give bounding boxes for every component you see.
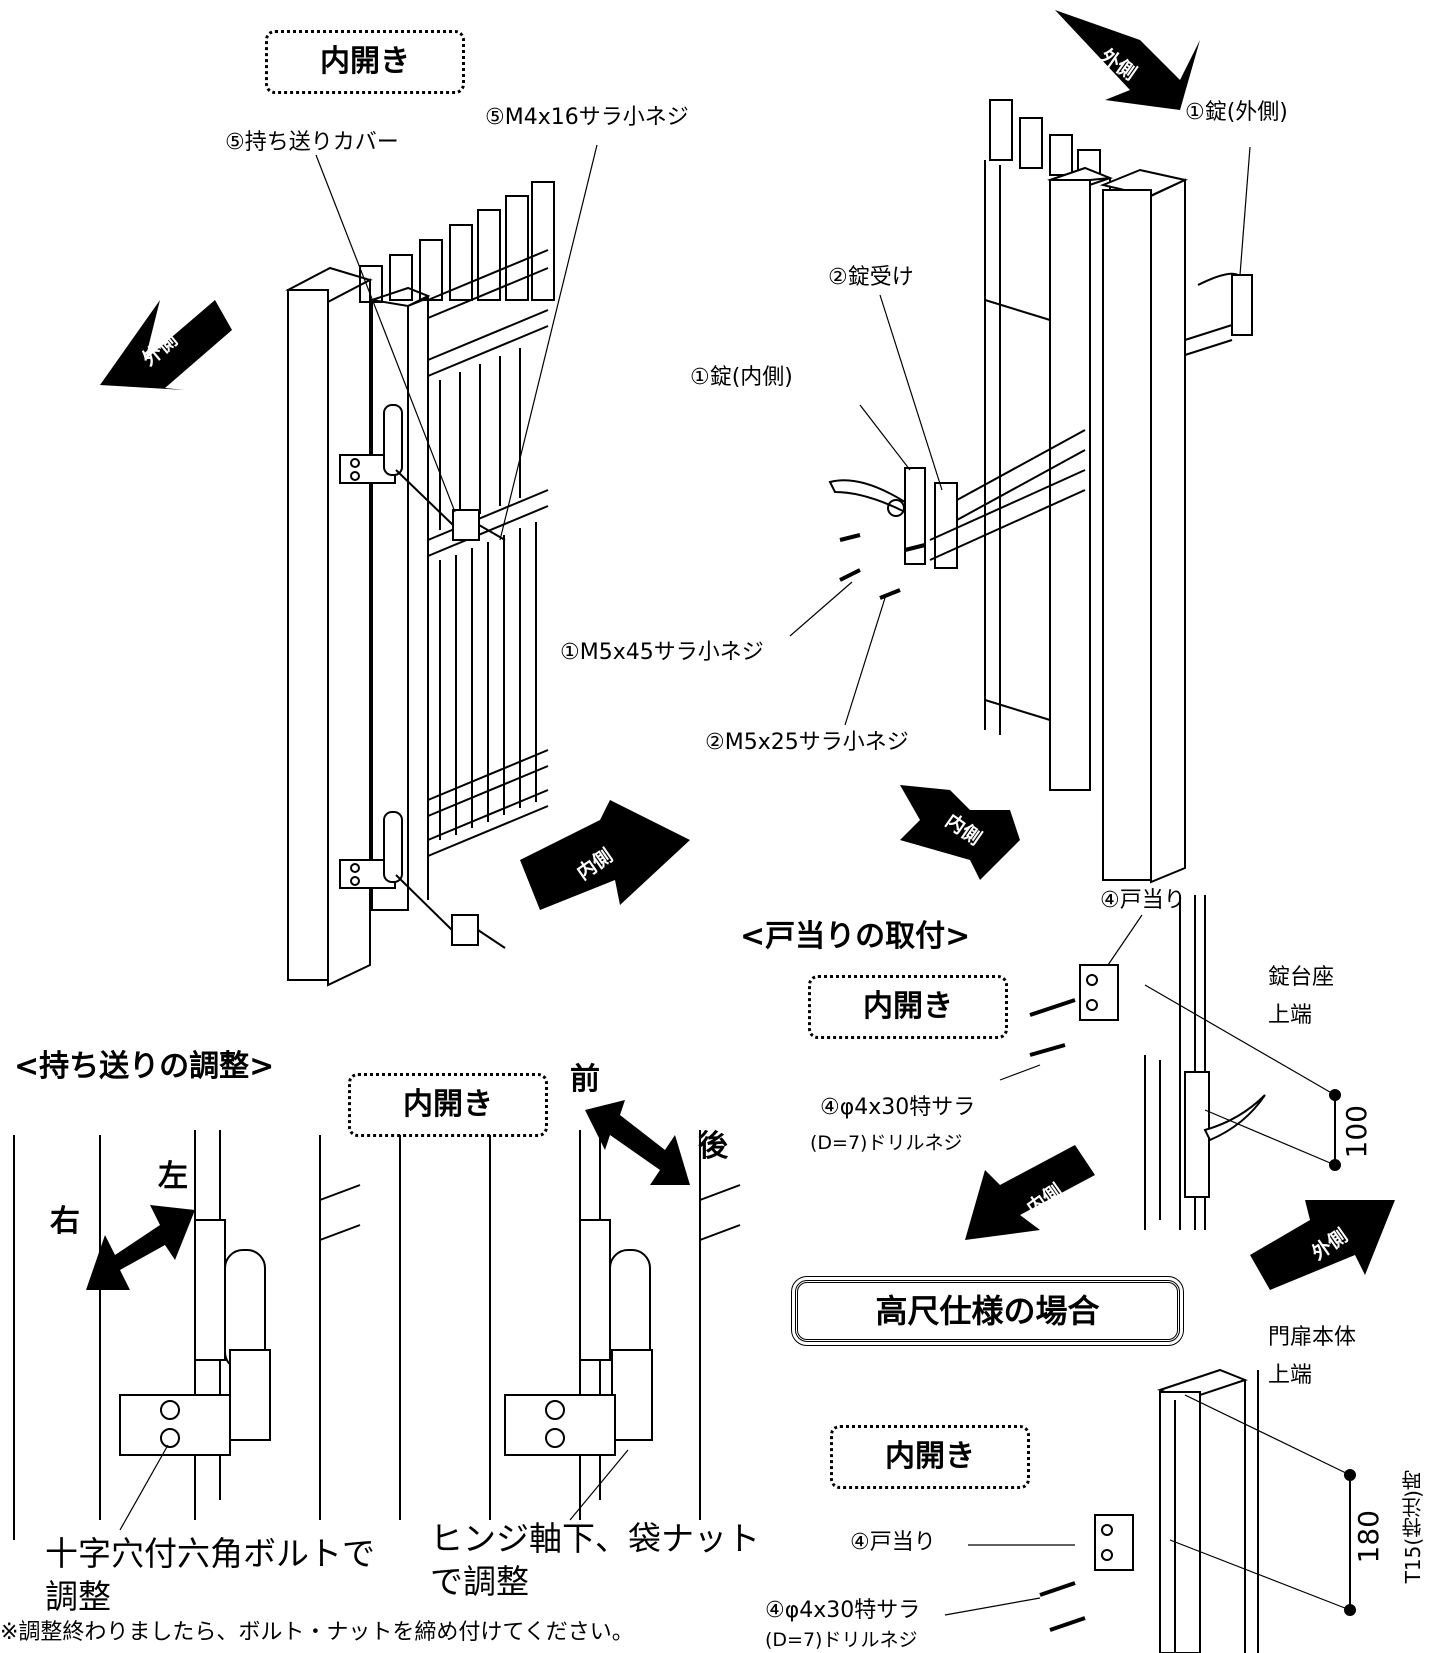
lock-base-label-line2: 上端	[1268, 1003, 1313, 1028]
tall-drill-screw-label-line1: ④φ4x30特サラ	[765, 1598, 921, 1623]
direction-back: 後	[698, 1129, 728, 1164]
mode-box-adjust: 内開き	[348, 1073, 548, 1137]
tighten-note: ※調整終わりましたら、ボルト・ナットを締め付けてください。	[0, 1620, 634, 1645]
tall-spec-heading: 高尺仕様の場合	[791, 1276, 1184, 1346]
hinge-adjust-illustration	[13, 1130, 741, 1540]
direction-front: 前	[570, 1062, 600, 1097]
direction-arrows	[86, 10, 1395, 1290]
hinge-side-illustration	[285, 144, 598, 987]
lock-receiver-label: ②錠受け	[828, 265, 914, 290]
m4-screw-label: ⑤M4x16サラ小ネジ	[485, 105, 689, 130]
door-stop-label: ④戸当り	[1100, 888, 1186, 913]
gate-top-label-line1: 門扉本体	[1268, 1325, 1357, 1350]
lock-base-label-line1: 錠台座	[1268, 965, 1335, 990]
lock-outer-label: ①錠(外側)	[1185, 100, 1288, 125]
hinge-adjust-heading: <持ち送りの調整>	[14, 1049, 275, 1084]
dimension-note: T15(特注)時	[1401, 1470, 1425, 1584]
tall-door-stop-label: ④戸当り	[850, 1530, 936, 1555]
door-stop-illustration	[999, 895, 1341, 1230]
mode-box-hinge: 内開き	[265, 30, 465, 94]
m5x45-screw-label: ①M5x45サラ小ネジ	[560, 640, 764, 665]
drill-screw-label-line2: (D=7)ドリルネジ	[810, 1132, 963, 1154]
lock-inner-label: ①錠(内側)	[690, 365, 793, 390]
nut-caption-line1: ヒンジ軸下、袋ナット	[430, 1519, 760, 1558]
cover-label: ⑤持ち送りカバー	[225, 130, 399, 155]
mode-box-tall-spec: 内開き	[830, 1425, 1030, 1489]
m5x25-screw-label: ②M5x25サラ小ネジ	[705, 730, 909, 755]
lock-side-illustration	[789, 99, 1253, 884]
door-stop-heading: <戸当りの取付>	[740, 919, 971, 954]
direction-left: 左	[158, 1159, 188, 1194]
drill-screw-label-line1: ④φ4x30特サラ	[820, 1095, 976, 1120]
bolt-caption-line2: 調整	[45, 1577, 111, 1616]
tall-drill-screw-label-line2: (D=7)ドリルネジ	[765, 1629, 918, 1651]
dimension-180: 180	[1352, 1510, 1385, 1564]
nut-caption-line2: で調整	[430, 1562, 529, 1601]
dimension-100: 100	[1340, 1105, 1373, 1159]
tall-spec-illustration	[944, 1368, 1356, 1653]
direction-right: 右	[50, 1204, 80, 1239]
mode-box-door-stop: 内開き	[808, 975, 1008, 1039]
bolt-caption-line1: 十字穴付六角ボルトで	[45, 1534, 375, 1573]
gate-top-label-line2: 上端	[1268, 1363, 1313, 1388]
